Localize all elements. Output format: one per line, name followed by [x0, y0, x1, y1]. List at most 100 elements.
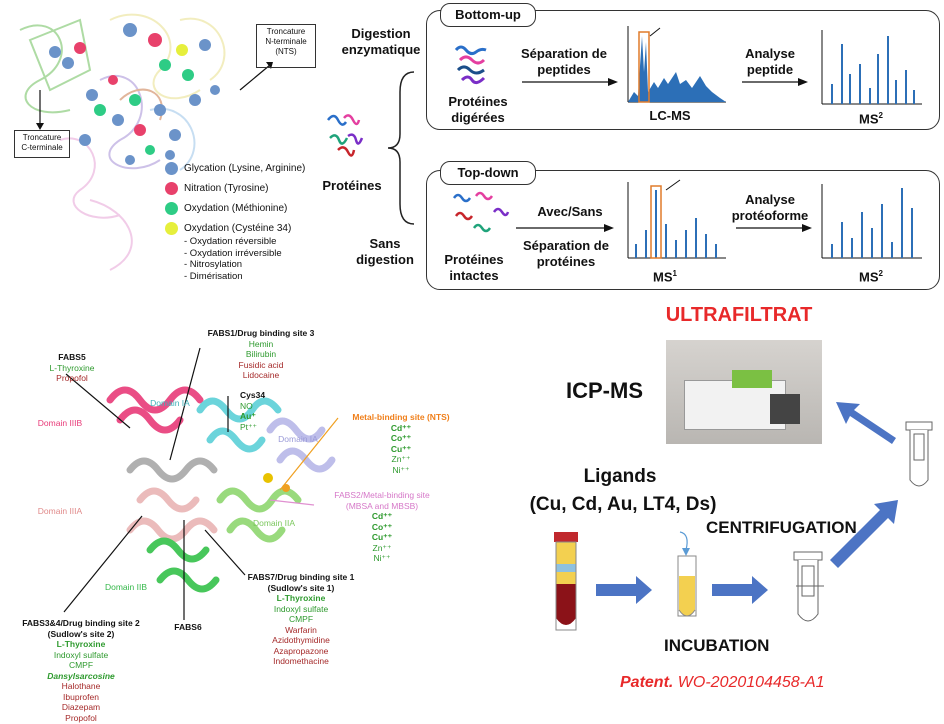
ligand: Cu⁺⁺ [390, 443, 412, 454]
peptide-analysis-label: Analyse peptide [745, 46, 795, 77]
cys-subitem: - Dimérisation [184, 270, 243, 282]
nterm-truncation-label: Troncature N-terminale (NTS) [256, 24, 316, 68]
cys-subitem: - Oxydation irréversible [184, 247, 282, 259]
legend-row-nitration: Nitration (Tyrosine) [165, 182, 268, 195]
legend-label: Oxydation (Méthionine) [184, 203, 288, 214]
split-brace [387, 71, 415, 225]
ms-text: MS [859, 269, 879, 285]
ligand: L-Thyroxine [56, 639, 106, 649]
ligand: Au⁺ [240, 411, 256, 421]
instrument-body [684, 380, 786, 430]
cys-subitem: - Nitrosylation [184, 259, 243, 270]
arrow-to-ms1 [516, 224, 614, 232]
centrifugal-filter-icon [793, 551, 824, 622]
ligand: Dansylsarcosine [47, 670, 115, 681]
ms-sup: 2 [878, 269, 883, 278]
ligands-title: Ligands [583, 466, 657, 487]
oxidation-met-dot [165, 202, 178, 215]
nterm-arrow [239, 64, 271, 91]
ultrafiltrat-title: ULTRAFILTRAT [665, 304, 813, 326]
cys34-callout: Cys34 NO Au⁺ Pt⁺⁺ [240, 390, 280, 432]
ligand: Propofol [65, 712, 97, 723]
legend-row-glycation: Glycation (Lysine, Arginine) [165, 162, 305, 175]
arrow-to-ultrafiltrate [830, 500, 898, 568]
patent-label: Patent. [620, 674, 674, 691]
bottom-up-ms2-spectrum [821, 30, 922, 105]
incubation-label: INCUBATION [664, 636, 770, 655]
ms-text: MS [859, 111, 879, 127]
avec-sans-label: Avec/Sans [537, 204, 603, 219]
nitration-dot [165, 182, 178, 195]
ligand: Indomethacine [273, 656, 329, 666]
ms1-label: MS1 [640, 266, 690, 285]
fabs7-callout: FABS7/Drug binding site 1 (Sudlow's site… [234, 572, 368, 667]
lc-ms-chromatogram [627, 26, 726, 103]
ligand: Zn⁺⁺ [372, 542, 392, 553]
centrifugation-label: CENTRIFUGATION [706, 518, 857, 537]
ms-text: MS [653, 269, 673, 285]
fabs2-callout: FABS2/Metal-binding site (MBSA and MBSB)… [312, 490, 452, 564]
ms-sup: 2 [878, 111, 883, 120]
peptide-separation-label: Séparation de peptides [521, 46, 607, 77]
legend-row-oxidation-cys: Oxydation (Cystéine 34) [165, 222, 291, 235]
ligand: Halothane [61, 681, 101, 691]
icp-ms-photo [666, 340, 822, 444]
ligand: Warfarin [285, 624, 317, 635]
patent-reference: Patent. WO-2020104458-A1 [620, 674, 825, 692]
ligand: Ibuprofen [63, 691, 99, 702]
ligand: Zn⁺⁺ [391, 454, 411, 464]
fabs5-callout: FABS5 L-Thyroxine Propofol [44, 352, 100, 384]
fabs1-callout: FABS1/Drug binding site 3 Hemin Bilirubi… [196, 328, 326, 381]
ligand: Fusidic acid [238, 359, 284, 370]
ligand: CMPF [288, 614, 314, 624]
ligand: L-Thyroxine [276, 593, 326, 603]
ligand: Co⁺⁺ [390, 433, 412, 443]
ligand: Lidocaine [242, 370, 280, 380]
domain-ia-top-label: Domain IA [150, 398, 190, 408]
icp-ms-label: ICP-MS [566, 378, 643, 403]
lc-ms-label: LC-MS [649, 108, 691, 123]
digested-proteins-icon [454, 45, 487, 85]
ligand-drop-arrow [679, 531, 688, 551]
site-title: Metal-binding site (NTS) [352, 412, 450, 422]
site-title: FABS5 [58, 352, 86, 362]
ligand: Bilirubin [245, 349, 277, 359]
patent-number: WO-2020104458-A1 [677, 674, 825, 691]
ligand: Pt⁺⁺ [240, 421, 258, 432]
site-title: FABS7/Drug binding site 1 (Sudlow's site… [247, 572, 355, 593]
ligand: Cd⁺⁺ [390, 422, 412, 433]
legend-label: Nitration (Tyrosine) [184, 183, 269, 194]
cys-subitem: - Oxydation réversible [184, 236, 277, 247]
cterm-truncation-label: Troncature C-terminale [14, 130, 70, 158]
proteoform-analysis-label: Analyse protéoforme [731, 192, 809, 223]
top-down-ms2-label: MS2 [846, 266, 896, 285]
ligand: CMPF [68, 660, 94, 670]
fabs6-label: FABS6 [174, 622, 202, 632]
site-title: FABS2/Metal-binding site (MBSA and MBSB) [334, 490, 430, 511]
arrow-to-ms2 [742, 78, 808, 86]
ms1-spectrum [627, 179, 726, 259]
oxidation-cys-dot [165, 222, 178, 235]
site-title: FABS1/Drug binding site 3 [207, 328, 315, 338]
legend-label: Oxydation (Cystéine 34) [184, 223, 292, 234]
ms-sup: 1 [672, 269, 677, 278]
process-drawings [554, 402, 933, 631]
site-title: Cys34 [240, 390, 266, 400]
ligands-list: (Cu, Cd, Au, LT4, Ds) [529, 494, 717, 515]
ligand: NO [240, 400, 253, 411]
cys-sublist: - Oxydation réversible - Oxydation irrév… [184, 236, 282, 282]
ligand: Diazepam [61, 702, 101, 712]
no-digestion-label: Sans digestion [356, 236, 414, 267]
domain-ia-right-label: Domain IA [278, 434, 318, 444]
albumin-structure-image [106, 386, 336, 593]
arrow-to-lcms [522, 78, 618, 86]
blood-tube-icon [554, 532, 578, 631]
ligand: Cd⁺⁺ [371, 511, 393, 521]
legend-row-oxidation-met: Oxydation (Méthionine) [165, 202, 287, 215]
digested-proteins-label: Protéines digérées [448, 94, 508, 125]
ligand: L-Thyroxine [49, 362, 95, 373]
domain-iib-label: Domain IIB [104, 582, 148, 592]
glycation-dot [165, 162, 178, 175]
incubation-tube-icon [677, 555, 697, 617]
